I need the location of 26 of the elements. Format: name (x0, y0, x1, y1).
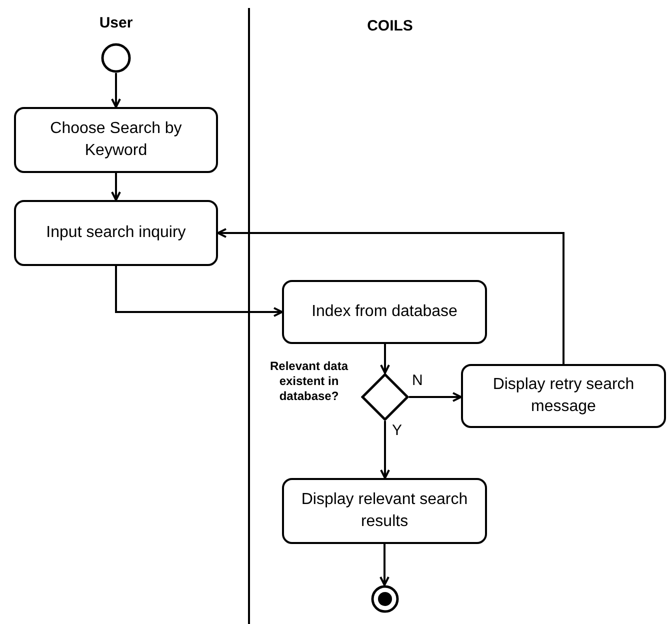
activity-label: Display retry search message (492, 375, 636, 417)
arrow (380, 421, 390, 479)
edge-label: N (411, 373, 424, 388)
start-node (101, 43, 131, 73)
activity-box (14, 200, 218, 266)
end-node (371, 585, 399, 613)
activity-label: Index from database (312, 302, 458, 322)
activity-label: Choose Search by Keyword (49, 119, 183, 161)
decision-diamond (361, 373, 409, 421)
activity-box (461, 364, 666, 428)
activity-label: Display relevant search results (300, 490, 469, 532)
arrow (380, 344, 390, 374)
arrow (115, 266, 283, 317)
edge-label: Y (391, 423, 404, 438)
activity-label: Input search inquiry (46, 223, 186, 244)
arrow (111, 173, 121, 201)
swimlane-title: COILS (367, 18, 413, 34)
activity-box (282, 478, 487, 544)
arrow (217, 228, 564, 364)
arrow (409, 392, 462, 402)
activity-box (282, 280, 487, 344)
activity-box (14, 107, 218, 173)
decision-question: Relevant data existent in database? (268, 359, 350, 404)
arrow (380, 544, 390, 586)
arrow (111, 73, 121, 108)
swimlane-title: User (99, 14, 133, 32)
